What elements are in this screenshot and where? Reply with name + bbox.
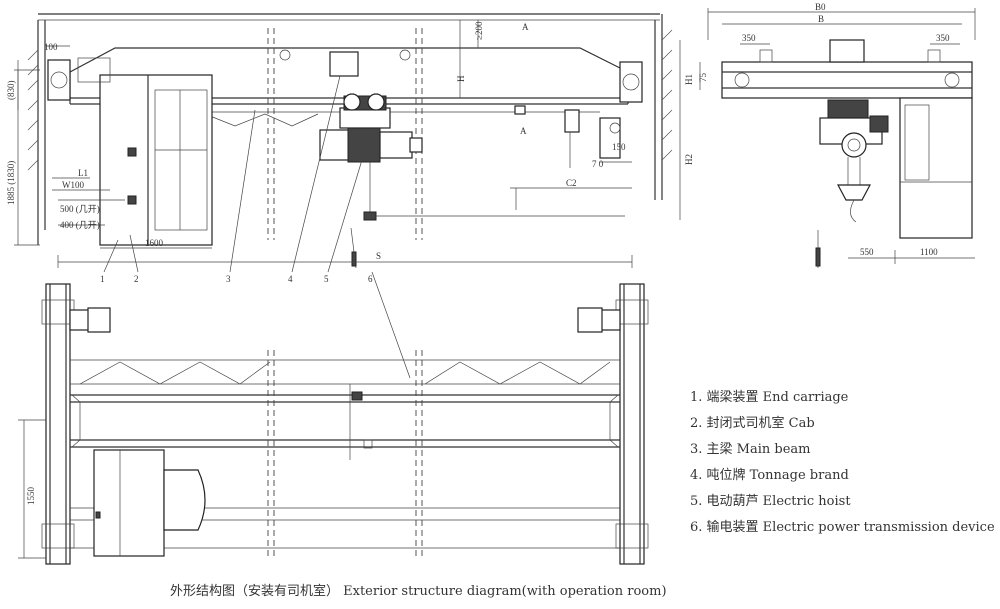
- electric-hoist-front: [319, 93, 625, 221]
- legend-item-end-carriage: 1. 端梁装置 End carriage: [690, 390, 849, 405]
- callout-3: 3: [226, 274, 231, 284]
- side-view: [699, 8, 976, 268]
- legend-item-tonnage-brand: 4. 吨位牌 Tonnage brand: [690, 468, 849, 483]
- dim-350-right: 350: [936, 33, 950, 43]
- left-end-carriage: [47, 59, 71, 101]
- dim-h: H: [456, 75, 466, 82]
- callout-1: 1: [100, 274, 105, 284]
- dim-c2: C2: [566, 178, 577, 188]
- dim-1550: 1550: [26, 487, 36, 506]
- dim-h1: H1: [684, 74, 694, 85]
- dim-400: 400 (几开): [60, 220, 100, 230]
- dim-b0: B0: [815, 2, 826, 12]
- dim-200: ≥200: [474, 21, 484, 40]
- callout-5: 5: [324, 274, 329, 284]
- dim-b: B: [818, 14, 824, 24]
- cab-front: [77, 57, 213, 246]
- dim-70: 7 0: [592, 159, 604, 169]
- dim-l1: L1: [78, 168, 88, 178]
- dim-h2: H2: [684, 154, 694, 165]
- power-transmission-front: [514, 105, 621, 168]
- callout-6: 6: [368, 274, 373, 284]
- figure-caption: 外形结构图（安装有司机室） Exterior structure diagram…: [170, 584, 667, 599]
- dim-100: 100: [44, 42, 58, 52]
- dim-span: S: [376, 251, 381, 261]
- dim-top-h: (830): [6, 81, 16, 101]
- dim-150: 150: [612, 142, 626, 152]
- dim-1100: 1100: [920, 247, 938, 257]
- front-elevation: [14, 13, 681, 379]
- legend-item-power-transmission: 6. 输电装置 Electric power transmission devi…: [690, 520, 995, 535]
- dim-w100: W100: [62, 180, 84, 190]
- plan-view: [18, 283, 649, 565]
- dim-side-h: 1885 (1830): [6, 161, 16, 205]
- section-mark-bottom: A: [520, 126, 527, 136]
- legend-item-cab: 2. 封闭式司机室 Cab: [690, 416, 815, 431]
- callout-4: 4: [288, 274, 293, 284]
- dim-500: 500 (几开): [60, 204, 100, 214]
- dim-550: 550: [860, 247, 874, 257]
- legend: 1. 端梁装置 End carriage 2. 封闭式司机室 Cab 3. 主梁…: [690, 385, 1000, 541]
- callout-2: 2: [134, 274, 139, 284]
- legend-item-main-beam: 3. 主梁 Main beam: [690, 442, 811, 457]
- right-wall-hatch: [661, 29, 673, 161]
- left-wall-hatch: [27, 49, 39, 171]
- dim-350-left: 350: [742, 33, 756, 43]
- dim-1600: 1600: [145, 238, 164, 248]
- tonnage-plate: [329, 51, 359, 77]
- legend-item-electric-hoist: 5. 电动葫芦 Electric hoist: [690, 494, 851, 509]
- section-mark-top: A: [522, 22, 529, 32]
- right-end-carriage: [619, 61, 643, 103]
- dim-75: 75: [698, 73, 708, 83]
